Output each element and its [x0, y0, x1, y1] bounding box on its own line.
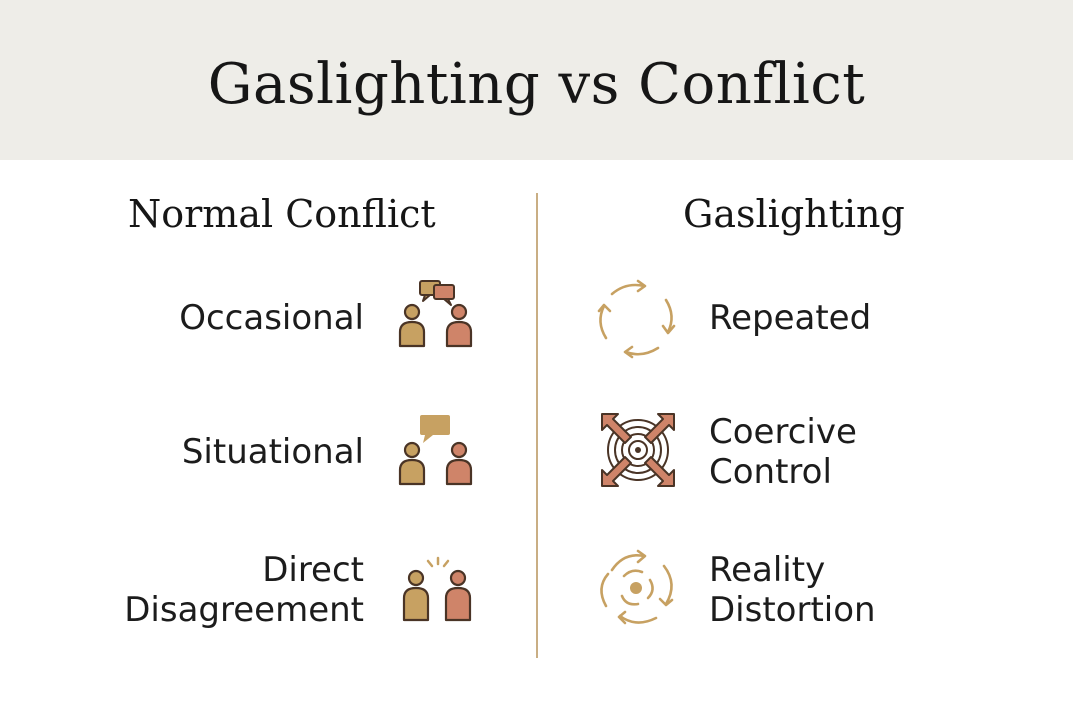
coercive-control-label: Coercive Control — [709, 412, 857, 492]
normal-conflict-heading: Normal Conflict — [128, 192, 436, 236]
title-banner: Gaslighting vs Conflict — [0, 0, 1073, 160]
two-people-spark-icon — [400, 554, 476, 624]
direct-disagreement-label: Direct Disagreement — [124, 550, 364, 630]
reality-distortion-label: Reality Distortion — [709, 550, 876, 630]
occasional-label: Occasional — [179, 298, 364, 338]
swirl-distortion-icon — [594, 546, 680, 630]
two-people-chatting-icon — [396, 278, 478, 350]
repeated-label: Repeated — [709, 298, 872, 338]
cycle-arrows-icon — [592, 276, 682, 362]
converging-arrows-target-icon — [598, 410, 678, 490]
gaslighting-heading: Gaslighting — [683, 192, 905, 236]
column-divider — [536, 193, 538, 658]
page-title: Gaslighting vs Conflict — [207, 51, 866, 117]
situational-label: Situational — [181, 432, 364, 472]
two-people-speech-bubble-icon — [396, 412, 478, 486]
